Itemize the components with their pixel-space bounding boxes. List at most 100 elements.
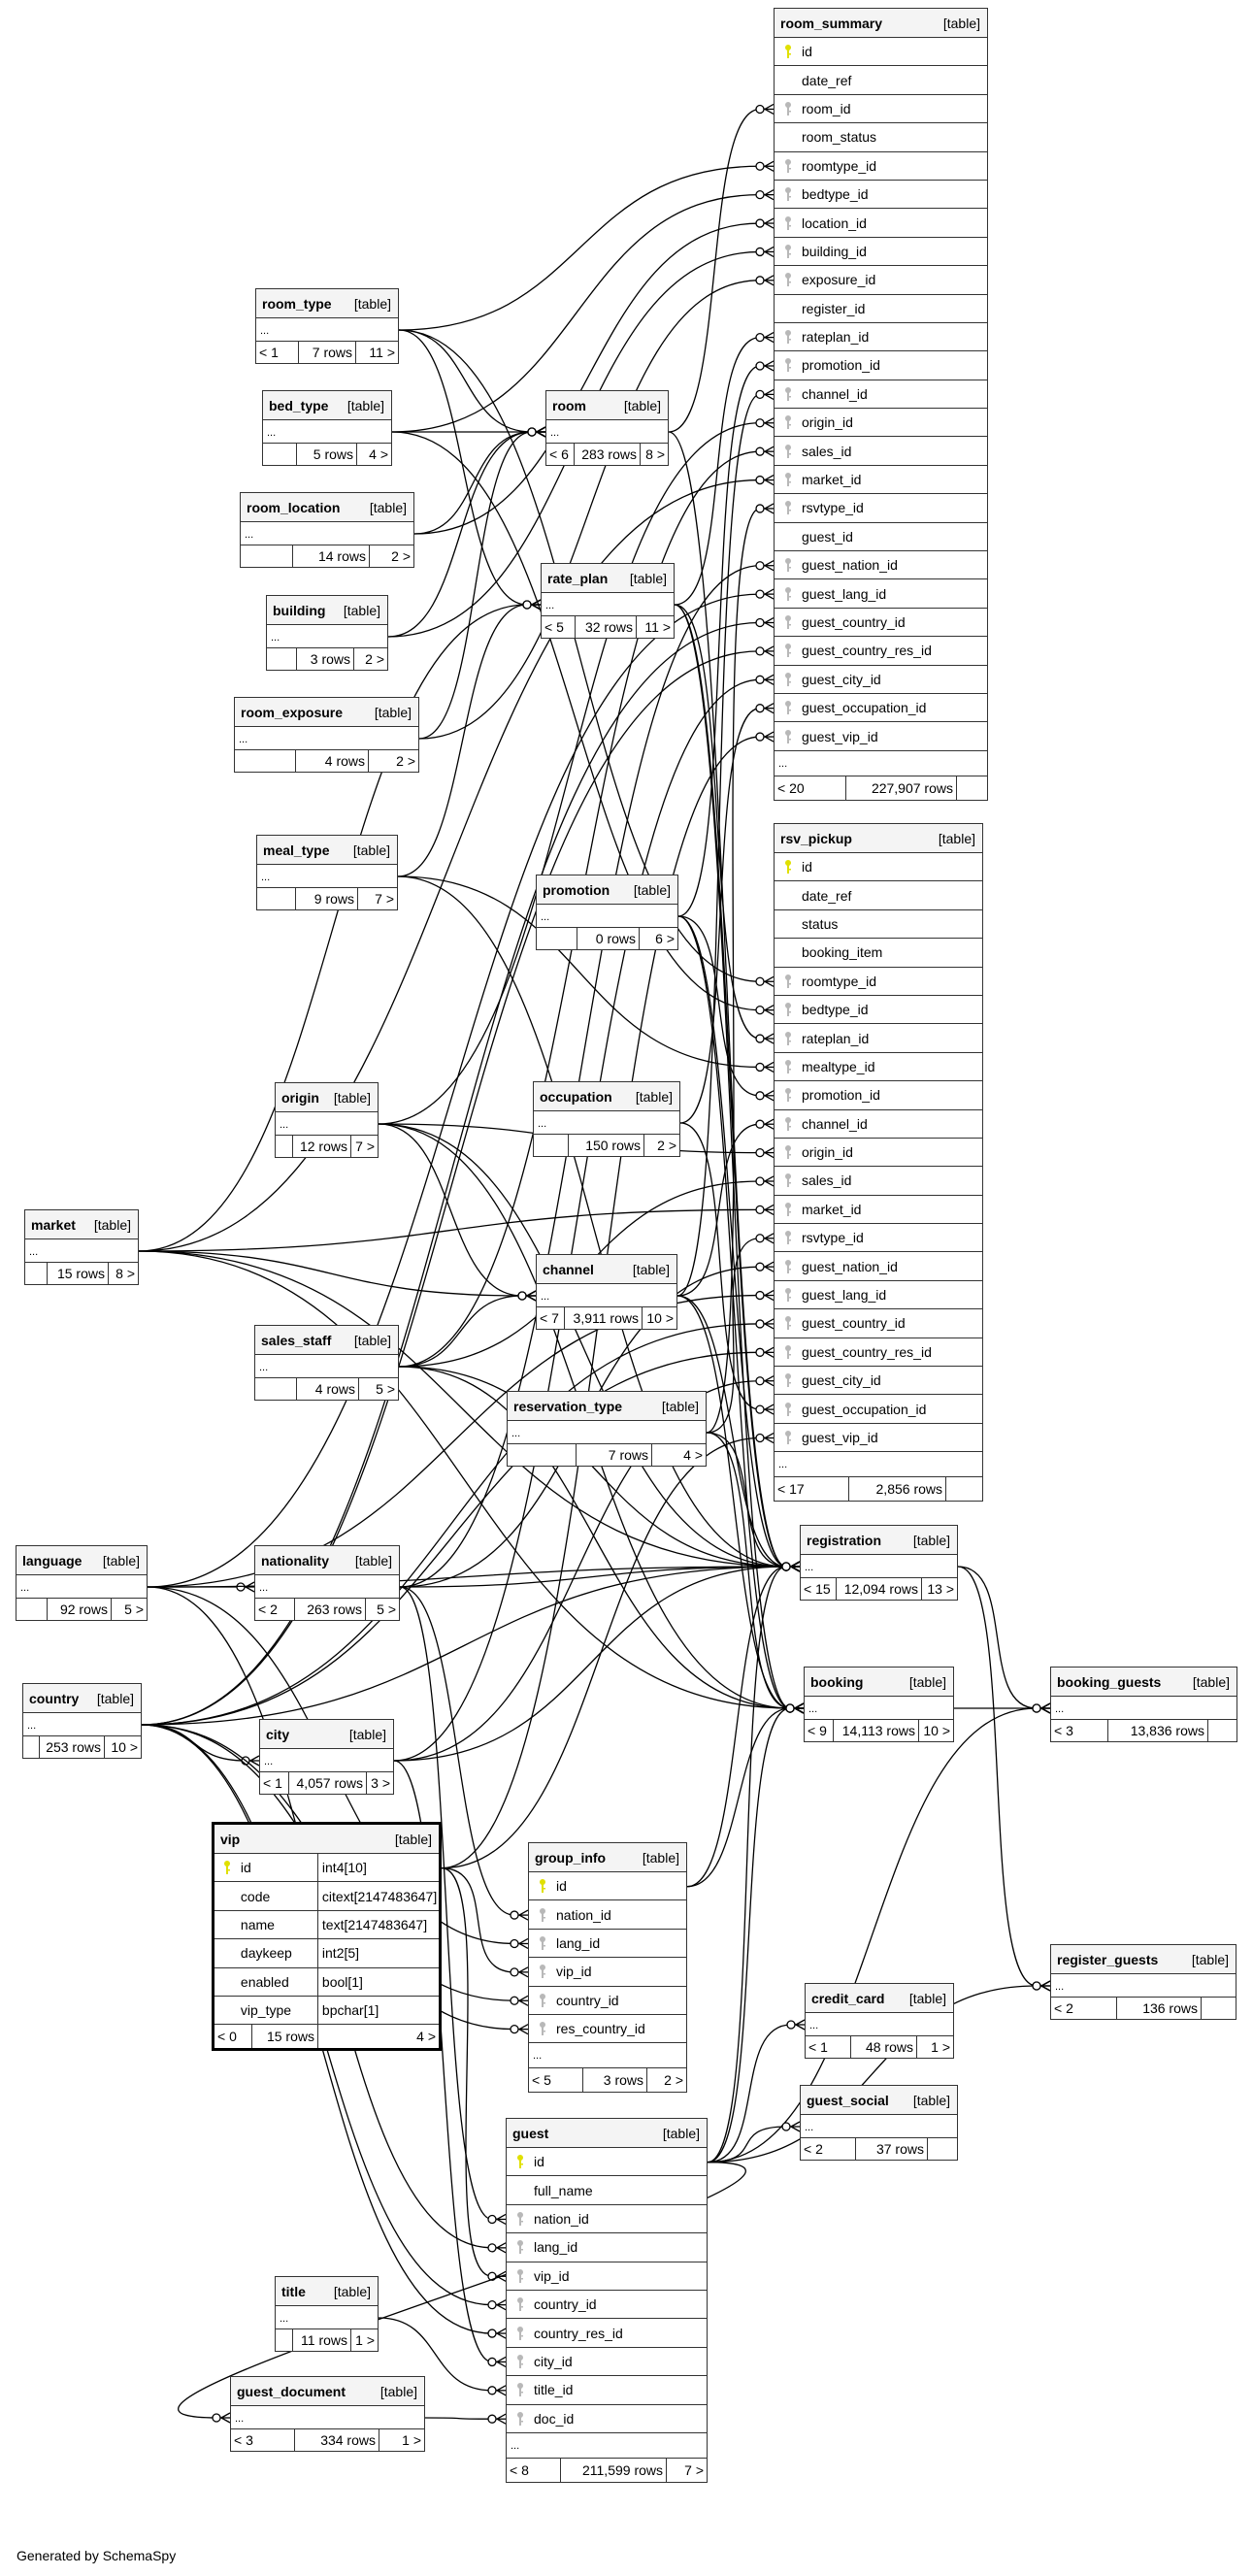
parents-link[interactable]: < 1 (260, 1772, 289, 1794)
column-row[interactable]: guest_city_id (775, 1367, 982, 1396)
table-header[interactable]: room_summary[table] (775, 9, 987, 38)
column-row[interactable]: guest_country_id (775, 609, 987, 638)
parents-link[interactable] (255, 1378, 297, 1400)
table-name[interactable]: rate_plan (547, 570, 609, 586)
table-header[interactable]: channel[table] (537, 1255, 676, 1284)
more-columns[interactable]: ... (1051, 1974, 1236, 1998)
parents-link[interactable] (534, 1135, 569, 1156)
table-name[interactable]: booking_guests (1057, 1673, 1162, 1690)
children-link[interactable]: 4 > (416, 2029, 436, 2045)
children-link[interactable]: 7 > (684, 2461, 704, 2478)
more-columns[interactable]: ... (16, 1575, 147, 1599)
table-header[interactable]: promotion[table] (537, 875, 677, 905)
table-name[interactable]: sales_staff (261, 1332, 332, 1348)
children-link[interactable]: 7 > (375, 891, 394, 907)
table-name[interactable]: building (273, 602, 326, 618)
column-row[interactable]: vip_id (507, 2262, 707, 2291)
table-name[interactable]: country (29, 1690, 80, 1706)
parents-link[interactable]: < 0 (214, 2025, 252, 2049)
parents-link[interactable] (537, 928, 577, 949)
column-row[interactable]: room_id (775, 95, 987, 124)
table-name[interactable]: room_summary (780, 15, 883, 31)
column-row[interactable]: building_id (775, 238, 987, 267)
children-link[interactable]: 6 > (655, 931, 675, 946)
column-row[interactable]: res_country_id (529, 2015, 686, 2044)
more-columns[interactable]: ... (23, 1713, 141, 1736)
table-header[interactable]: market[table] (25, 1210, 138, 1239)
table-name[interactable]: group_info (535, 1849, 607, 1866)
parents-link[interactable]: < 9 (805, 1720, 834, 1741)
table-header[interactable]: register_guests[table] (1051, 1945, 1236, 1974)
column-row[interactable]: guest_nation_id (775, 551, 987, 580)
table-name[interactable]: guest_document (237, 2383, 346, 2399)
parents-link[interactable] (257, 888, 296, 909)
column-row[interactable]: country_res_id (507, 2319, 707, 2348)
table-header[interactable]: sales_staff[table] (255, 1326, 398, 1355)
column-row[interactable]: id (529, 1872, 686, 1901)
table-name[interactable]: credit_card (811, 1990, 885, 2006)
table-header[interactable]: registration[table] (801, 1526, 957, 1555)
parents-link[interactable] (235, 750, 296, 772)
parents-link[interactable]: < 3 (231, 2429, 295, 2451)
parents-link[interactable] (25, 1263, 48, 1284)
table-header[interactable]: rate_plan[table] (542, 564, 674, 593)
column-row[interactable]: doc_id (507, 2405, 707, 2433)
parents-link[interactable]: < 2 (255, 1599, 295, 1620)
parents-link[interactable]: < 2 (1051, 1998, 1117, 2019)
column-row[interactable]: title_id (507, 2376, 707, 2405)
table-name[interactable]: registration (807, 1532, 882, 1548)
more-columns[interactable]: ... (257, 865, 397, 888)
parents-link[interactable]: < 5 (529, 2068, 583, 2093)
column-row[interactable]: guest_nation_id (775, 1252, 982, 1281)
table-name[interactable]: rsv_pickup (780, 830, 852, 846)
table-name[interactable]: occupation (540, 1088, 612, 1105)
more-columns[interactable]: ... (276, 2306, 378, 2329)
more-columns[interactable]: ... (260, 1749, 393, 1772)
column-row[interactable]: bedtype_id (775, 181, 987, 210)
parents-link[interactable] (508, 1444, 577, 1466)
children-link[interactable]: 1 > (355, 2332, 375, 2348)
parents-link[interactable]: < 6 (546, 444, 575, 465)
children-link[interactable]: 7 > (355, 1139, 375, 1154)
table-header[interactable]: rsv_pickup[table] (775, 824, 982, 853)
parents-link[interactable]: < 2 (801, 2138, 856, 2160)
parents-link[interactable] (23, 1736, 40, 1758)
column-row[interactable]: country_id (529, 1987, 686, 2015)
column-row[interactable]: channel_id (775, 380, 987, 410)
table-header[interactable]: nationality[table] (255, 1546, 399, 1575)
table-name[interactable]: nationality (261, 1552, 330, 1569)
column-row[interactable]: roomtype_id (775, 968, 982, 996)
children-link[interactable] (957, 776, 987, 800)
parents-link[interactable] (276, 2329, 293, 2351)
more-columns[interactable]: ... (529, 2043, 686, 2069)
children-link[interactable] (1202, 1998, 1236, 2019)
table-name[interactable]: room_exposure (241, 704, 344, 720)
table-header[interactable]: building[table] (267, 596, 387, 625)
children-link[interactable]: 4 > (683, 1447, 703, 1463)
table-name[interactable]: meal_type (263, 842, 330, 858)
column-row[interactable]: guest_city_id (775, 666, 987, 694)
column-row[interactable]: country_id (507, 2291, 707, 2320)
parents-link[interactable] (263, 444, 297, 465)
column-row[interactable]: guest_country_res_id (775, 637, 987, 666)
parents-link[interactable]: < 17 (775, 1477, 849, 1502)
children-link[interactable]: 10 > (923, 1723, 950, 1738)
children-link[interactable]: 5 > (124, 1602, 144, 1617)
column-row[interactable]: exposure_id (775, 266, 987, 295)
